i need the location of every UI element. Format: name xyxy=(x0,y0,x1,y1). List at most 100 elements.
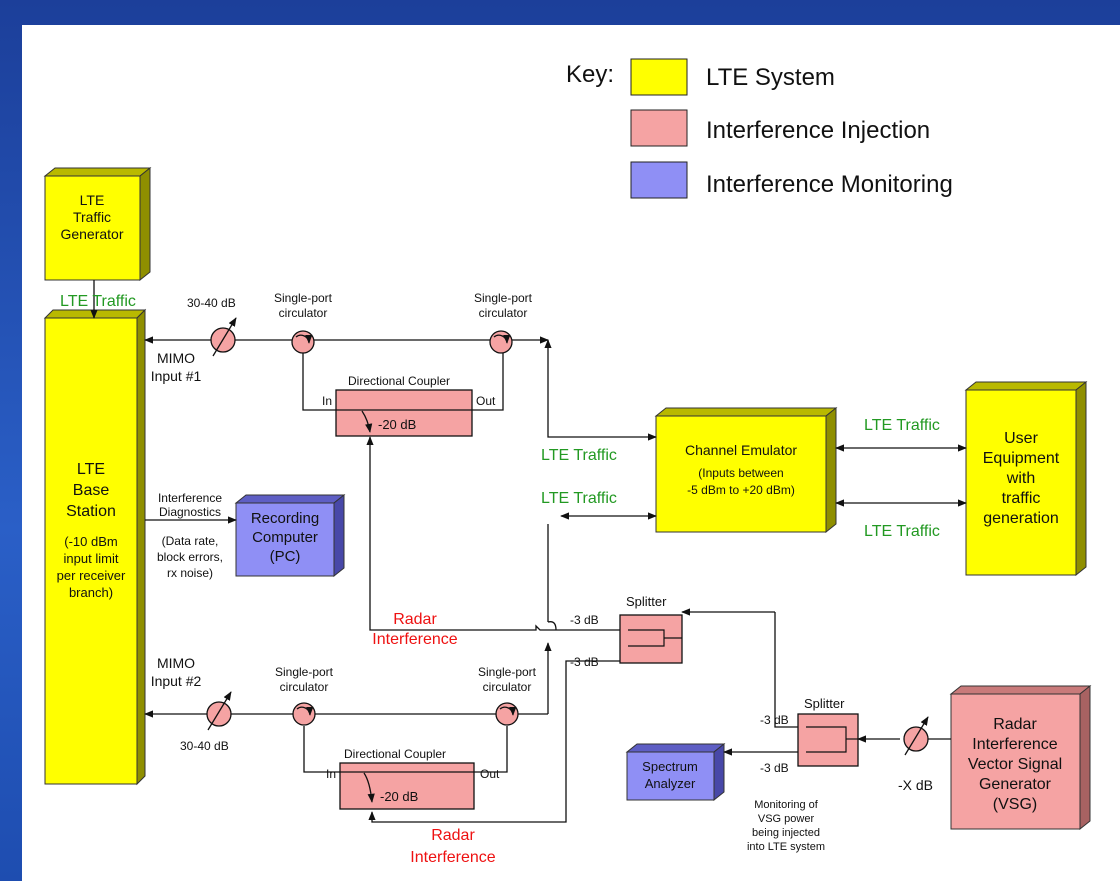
radar-upper-line-2: Interference xyxy=(372,631,457,648)
traffic-generator-line-2: Traffic xyxy=(73,209,111,225)
lte-traffic-label-upper: LTE Traffic xyxy=(541,447,617,464)
circulator-lower-right-icon xyxy=(495,702,519,726)
channel-emulator-block: Channel Emulator (Inputs between -5 dBm … xyxy=(654,406,838,534)
key-label-monitoring: Interference Monitoring xyxy=(706,171,953,198)
circulator-ul-line-2: circulator xyxy=(279,306,328,320)
base-station-line-2: Base xyxy=(73,482,110,499)
circulator-upper-left-icon xyxy=(291,330,315,354)
circulator-ur-line-2: circulator xyxy=(479,306,528,320)
traffic-generator-line-3: Generator xyxy=(60,226,123,242)
splitter-upper-3db-a: -3 dB xyxy=(570,613,599,627)
recording-computer-line-3: (PC) xyxy=(270,548,301,565)
base-station-line-1: LTE xyxy=(77,461,105,478)
key-title: Key: xyxy=(566,61,614,88)
key-swatch-injection xyxy=(630,109,688,147)
splitter-lower xyxy=(797,713,859,767)
spectrum-analyzer-line-2: Analyzer xyxy=(645,776,696,791)
user-equipment-line-2: Equipment xyxy=(983,450,1060,467)
splitter-upper-label: Splitter xyxy=(626,594,667,609)
base-station-line-8: branch) xyxy=(69,585,113,600)
splitter-upper xyxy=(619,614,683,664)
recording-computer-line-1: Recording xyxy=(251,510,319,527)
key-legend: Key: LTE System Interference Injection I… xyxy=(566,58,953,199)
user-equipment-line-5: generation xyxy=(983,510,1059,527)
base-station-line-7: per receiver xyxy=(57,568,126,583)
monitoring-note-4: into LTE system xyxy=(747,841,825,853)
radar-vsg-block: Radar Interference Vector Signal Generat… xyxy=(949,684,1092,831)
slide-canvas xyxy=(22,25,1120,881)
lower-chain-wiring xyxy=(144,524,557,773)
circulator-lr-line-1: Single-port xyxy=(478,665,537,679)
vsg-line-3: Vector Signal xyxy=(968,756,1062,773)
circulator-ll-line-2: circulator xyxy=(280,680,329,694)
atten-x-label: -X dB xyxy=(898,777,933,793)
diagnostics-line-2: Diagnostics xyxy=(159,505,221,519)
splitter-lower-label: Splitter xyxy=(804,696,845,711)
splitter-lower-3db-b: -3 dB xyxy=(760,761,789,775)
vsg-line-1: Radar xyxy=(993,716,1037,733)
coupler-upper-db: -20 dB xyxy=(378,417,416,432)
circulator-lower-left-icon xyxy=(292,702,316,726)
traffic-generator-line-1: LTE xyxy=(80,192,105,208)
user-equipment-line-3: with xyxy=(1006,470,1035,487)
circulator-ur-line-1: Single-port xyxy=(474,291,533,305)
lte-traffic-label-ue-upper: LTE Traffic xyxy=(864,417,940,434)
channel-emulator-note-1: (Inputs between xyxy=(698,466,783,480)
radar-injection-wiring xyxy=(366,436,951,823)
circulator-ul-line-1: Single-port xyxy=(274,291,333,305)
base-station-line-6: input limit xyxy=(64,551,119,566)
directional-coupler-lower: Directional Coupler In Out -20 dB xyxy=(326,747,500,810)
spectrum-analyzer-block: Spectrum Analyzer xyxy=(625,742,726,802)
key-label-lte-system: LTE System xyxy=(706,64,835,91)
user-equipment-line-1: User xyxy=(1004,430,1038,447)
monitoring-note-3: being injected xyxy=(752,827,820,839)
directional-coupler-upper: Directional Coupler In Out -20 dB xyxy=(322,374,496,437)
mimo-2-line-2: Input #2 xyxy=(151,673,202,689)
coupler-lower-out: Out xyxy=(480,767,500,781)
mimo-1-line-2: Input #1 xyxy=(151,368,202,384)
coupler-lower-title: Directional Coupler xyxy=(344,747,446,761)
user-equipment-block: User Equipment with traffic generation xyxy=(964,380,1088,577)
coupler-upper-out: Out xyxy=(476,394,496,408)
base-station-line-3: Station xyxy=(66,503,116,520)
key-swatch-monitoring xyxy=(630,161,688,199)
attenuator-2-icon xyxy=(206,691,232,731)
circulator-lr-line-2: circulator xyxy=(483,680,532,694)
radar-lower-line-1: Radar xyxy=(431,827,475,844)
vsg-line-5: (VSG) xyxy=(993,796,1037,813)
diagnostics-detail-2: block errors, xyxy=(157,550,223,564)
atten-lower-label: 30-40 dB xyxy=(180,739,229,753)
vsg-line-2: Interference xyxy=(972,736,1057,753)
radar-upper-line-1: Radar xyxy=(393,611,437,628)
channel-emulator-title: Channel Emulator xyxy=(685,442,797,458)
mimo-2-line-1: MIMO xyxy=(157,655,195,671)
circulator-upper-right-icon xyxy=(489,330,513,354)
diagnostics-detail-3: rx noise) xyxy=(167,566,213,580)
base-station-line-5: (-10 dBm xyxy=(64,534,117,549)
attenuator-1-icon xyxy=(210,317,237,357)
user-equipment-line-4: traffic xyxy=(1002,490,1041,507)
coupler-upper-title: Directional Coupler xyxy=(348,374,450,388)
spectrum-analyzer-line-1: Spectrum xyxy=(642,759,698,774)
mimo-1-line-1: MIMO xyxy=(157,350,195,366)
coupler-upper-in: In xyxy=(322,394,332,408)
channel-emulator-note-2: -5 dBm to +20 dBm) xyxy=(687,483,795,497)
key-swatch-lte-system xyxy=(630,58,688,96)
atten-upper-label: 30-40 dB xyxy=(187,296,236,310)
monitoring-note-2: VSG power xyxy=(758,813,815,825)
circulator-ll-line-1: Single-port xyxy=(275,665,334,679)
lte-base-station-block: LTE Base Station (-10 dBm input limit pe… xyxy=(43,308,147,786)
vsg-line-4: Generator xyxy=(979,776,1052,793)
recording-computer-block: Recording Computer (PC) xyxy=(234,493,346,578)
attenuator-x-icon xyxy=(903,716,929,756)
lte-traffic-label-generator: LTE Traffic xyxy=(60,293,136,310)
splitter-upper-3db-b: -3 dB xyxy=(570,655,599,669)
lte-traffic-generator-block: LTE Traffic Generator xyxy=(43,166,152,282)
upper-chain-wiring xyxy=(90,280,967,524)
recording-computer-line-2: Computer xyxy=(252,529,318,546)
radar-lower-line-2: Interference xyxy=(410,849,495,866)
splitter-lower-3db-a: -3 dB xyxy=(760,713,789,727)
coupler-lower-db: -20 dB xyxy=(380,789,418,804)
lte-traffic-label-ue-lower: LTE Traffic xyxy=(864,523,940,540)
